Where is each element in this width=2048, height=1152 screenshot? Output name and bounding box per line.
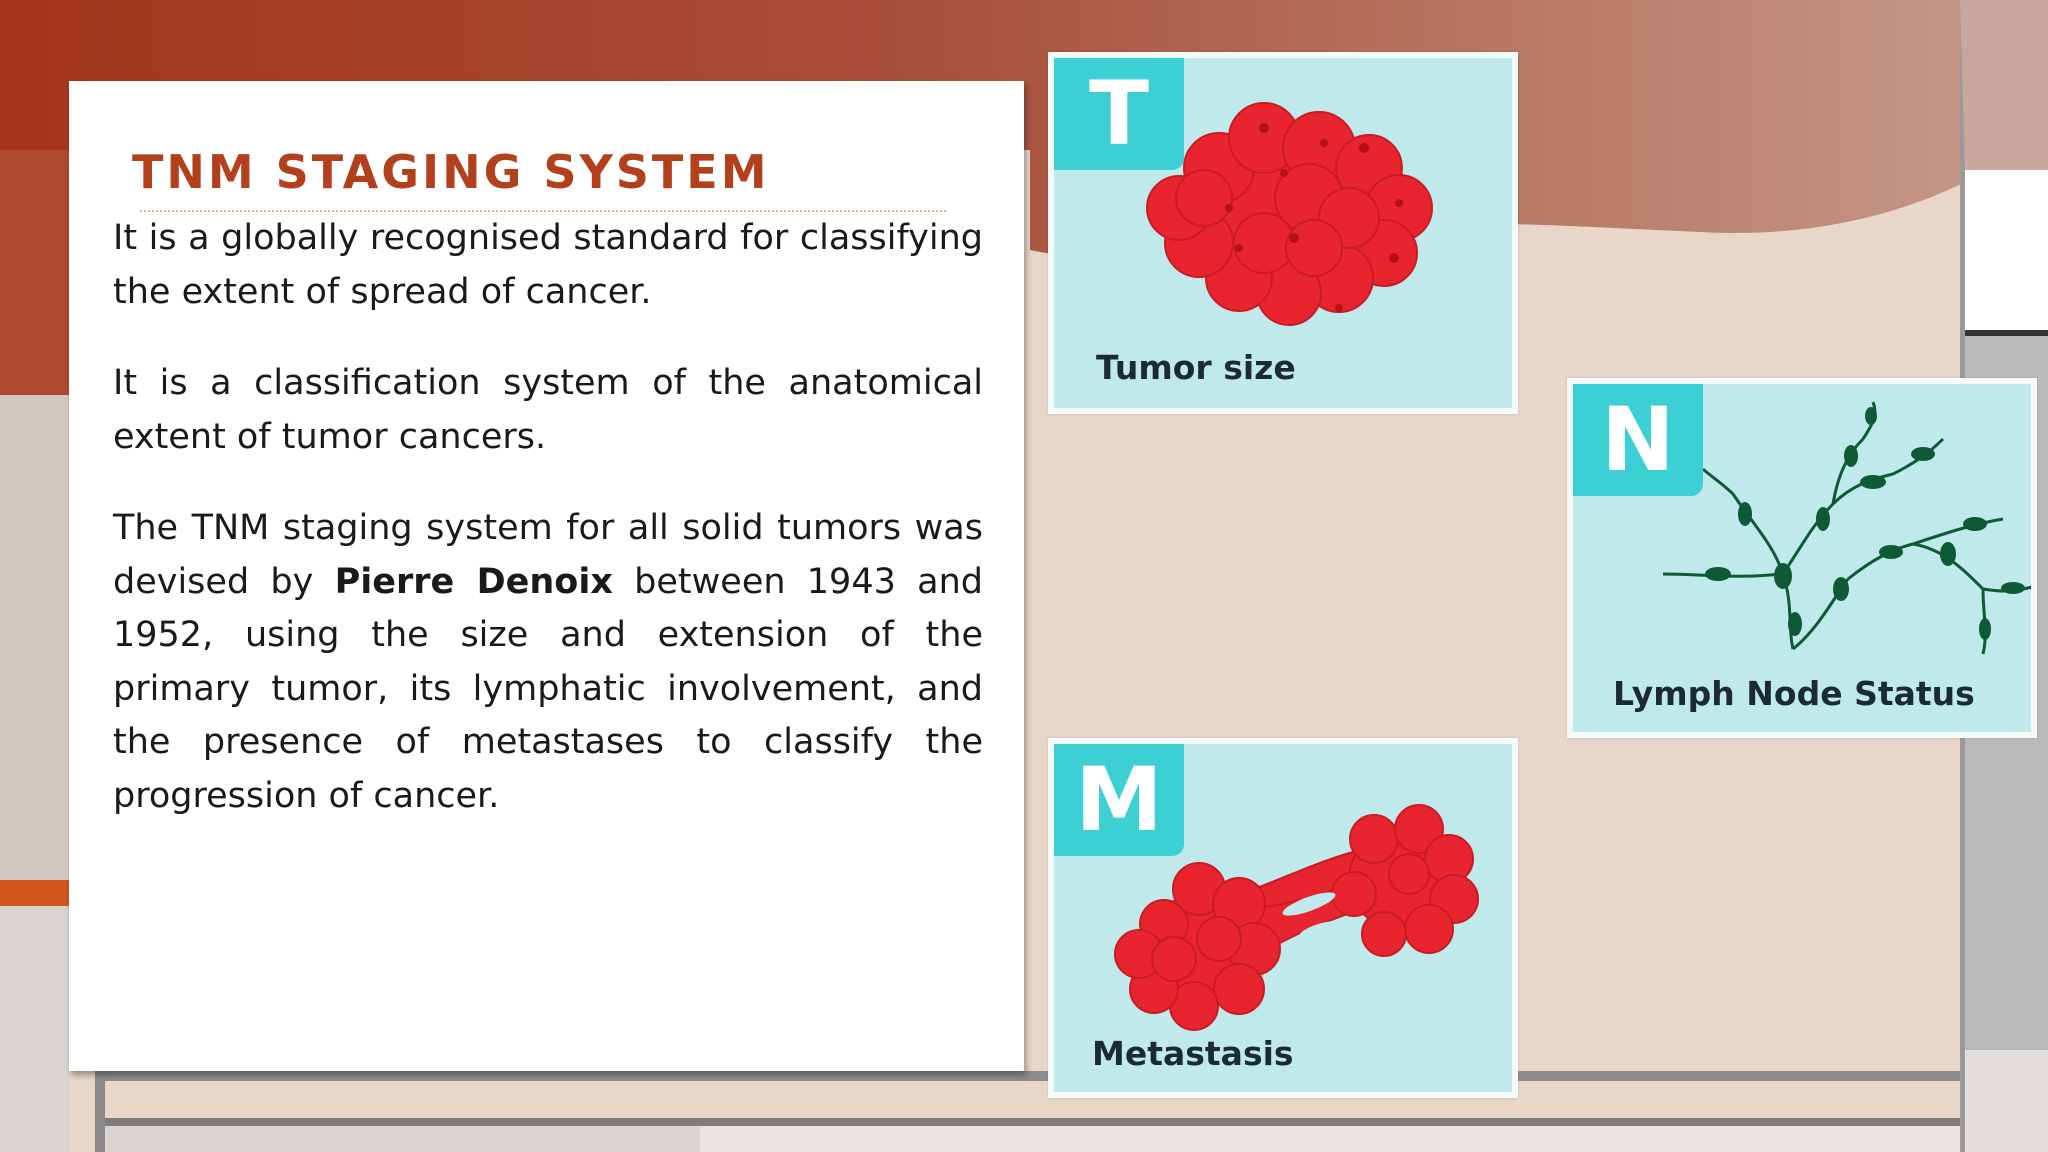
card-lymph-node-status: N Lymph Node Status — [1567, 378, 2037, 738]
paragraph-history: The TNM staging system for all solid tum… — [113, 502, 983, 823]
history-text-start: The TNM staging system for all solid tum… — [113, 508, 983, 602]
card-metastasis: M Metastasis — [1048, 738, 1518, 1098]
tumor-size-label: Tumor size — [1096, 348, 1296, 387]
text-panel: TNM STAGING SYSTEM It is a globally reco… — [69, 81, 1024, 1071]
tumor-cluster-icon — [1146, 102, 1433, 326]
metastasis-label: Metastasis — [1092, 1034, 1294, 1073]
body-text: It is a globally recognised standard for… — [113, 212, 983, 861]
lymph-node-network-icon — [1662, 401, 2031, 655]
lymph-node-status-label: Lymph Node Status — [1613, 674, 1975, 713]
inventor-name: Pierre Denoix — [334, 561, 613, 602]
letter-m-badge: M — [1054, 744, 1184, 856]
paragraph-definition: It is a globally recognised standard for… — [113, 218, 983, 312]
title-divider — [140, 210, 946, 212]
history-text-end: between 1943 and 1952, using the size an… — [113, 561, 983, 816]
slide-title: TNM STAGING SYSTEM — [132, 145, 770, 199]
paragraph-classification: It is a classification system of the ana… — [113, 363, 983, 457]
card-tumor-size: T Tumor size — [1048, 52, 1518, 414]
letter-n-badge: N — [1573, 384, 1703, 496]
letter-t-badge: T — [1054, 58, 1184, 170]
metastasis-cluster-icon — [1114, 804, 1479, 1031]
